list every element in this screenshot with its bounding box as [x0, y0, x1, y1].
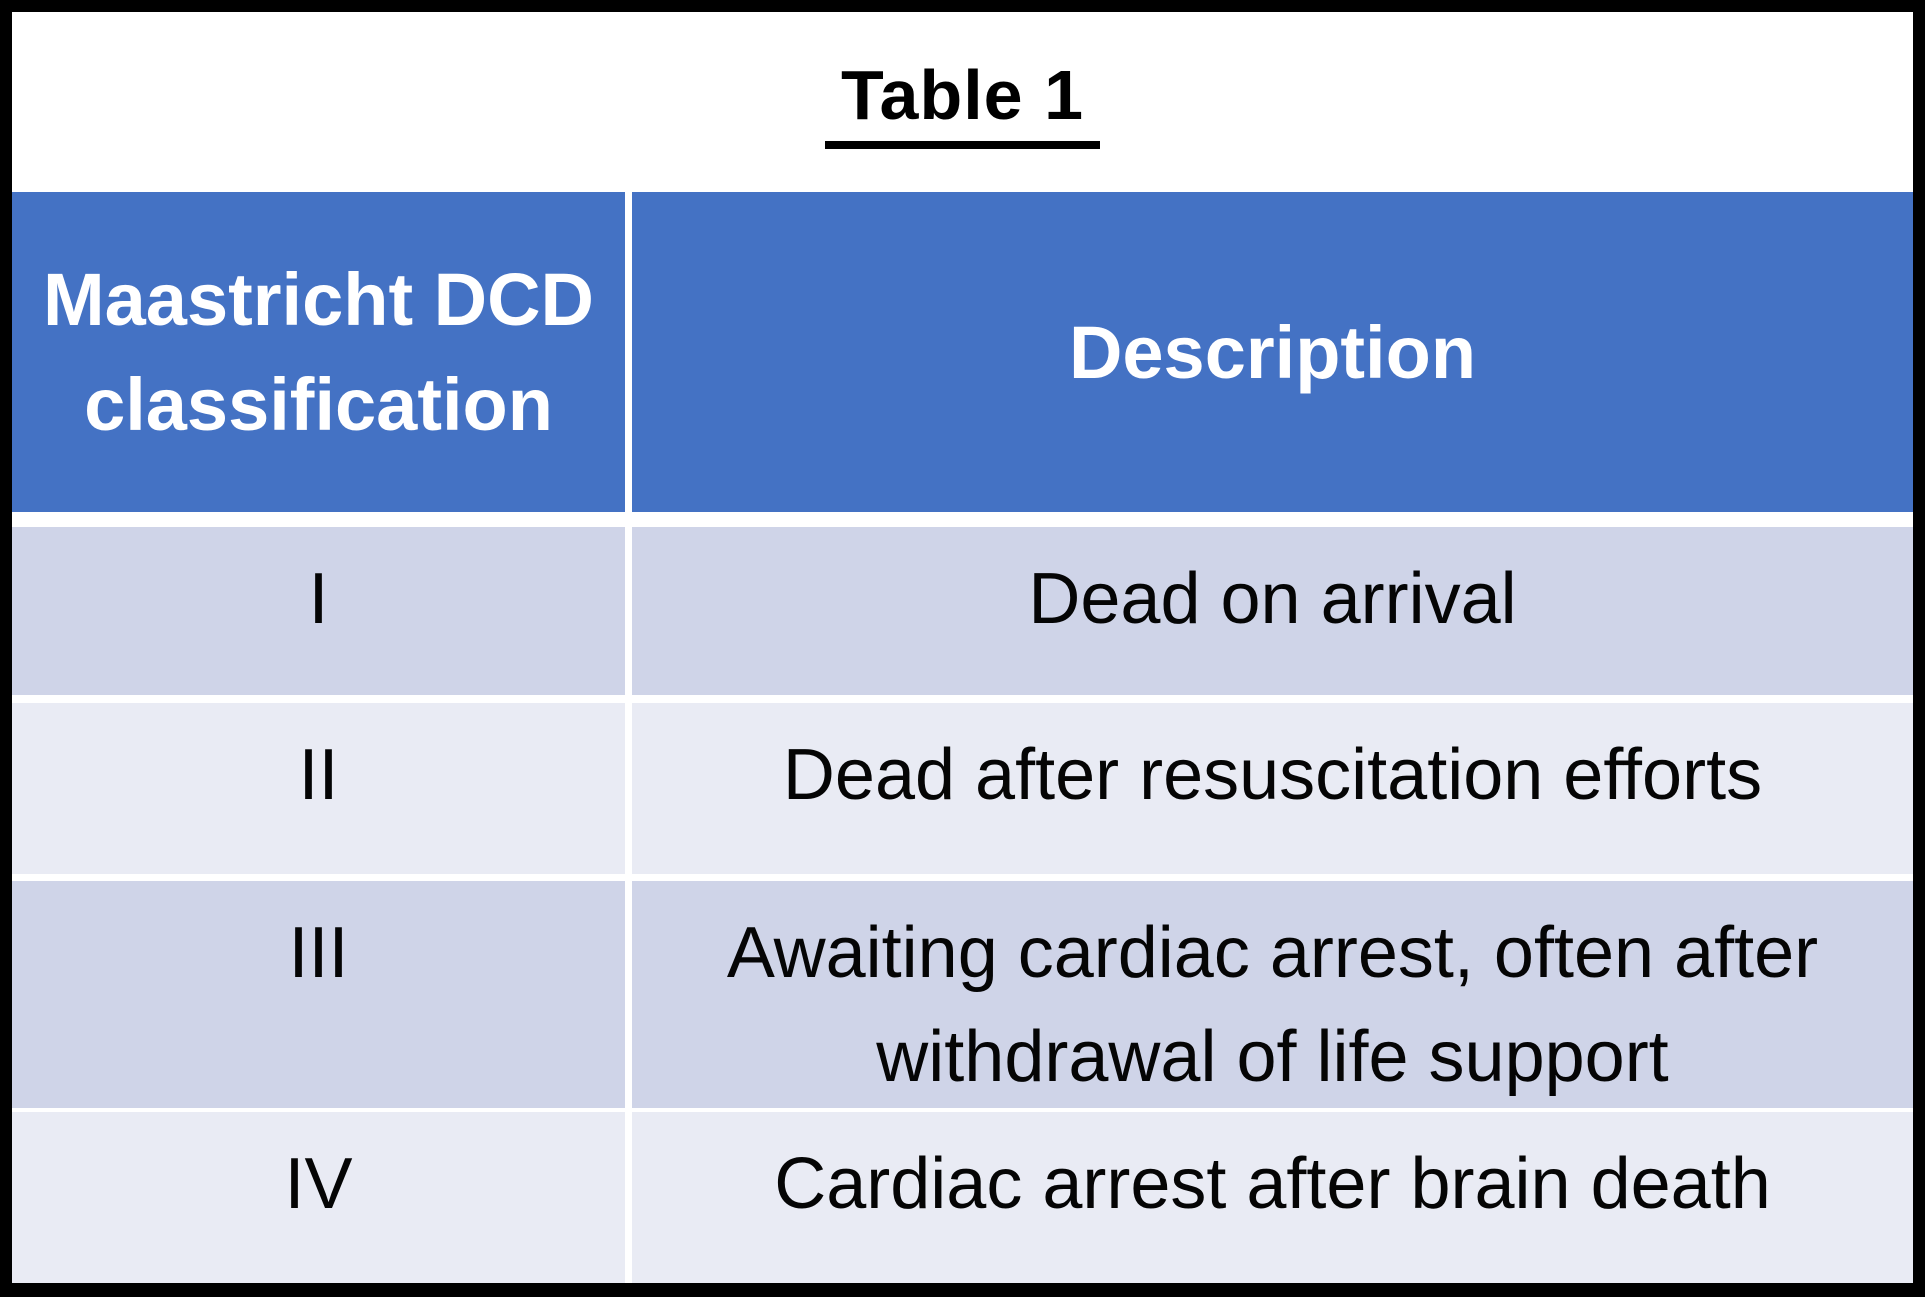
table-row: IV Cardiac arrest after brain death [12, 1112, 1913, 1283]
classification-table: Maastricht DCD classification Descriptio… [12, 192, 1913, 1283]
cell-classification: I [12, 527, 625, 695]
header-cell-description: Description [632, 192, 1913, 512]
cell-classification: IV [12, 1112, 625, 1283]
header-cell-classification: Maastricht DCD classification [12, 192, 625, 512]
table-title: Table 1 [824, 55, 1100, 149]
table-row: III Awaiting cardiac arrest, often after… [12, 881, 1913, 1108]
title-band: Table 1 [12, 12, 1913, 192]
cell-description: Dead after resuscitation efforts [632, 703, 1913, 874]
figure-body: Table 1 Maastricht DCD classification De… [12, 12, 1913, 1283]
cell-classification: II [12, 703, 625, 874]
header-row: Maastricht DCD classification Descriptio… [12, 192, 1913, 512]
cell-classification: III [12, 881, 625, 1108]
cell-description: Dead on arrival [632, 527, 1913, 695]
cell-description: Awaiting cardiac arrest, often after wit… [632, 881, 1913, 1108]
table-row: II Dead after resuscitation efforts [12, 703, 1913, 874]
cell-description: Cardiac arrest after brain death [632, 1112, 1913, 1283]
table-row: I Dead on arrival [12, 527, 1913, 695]
